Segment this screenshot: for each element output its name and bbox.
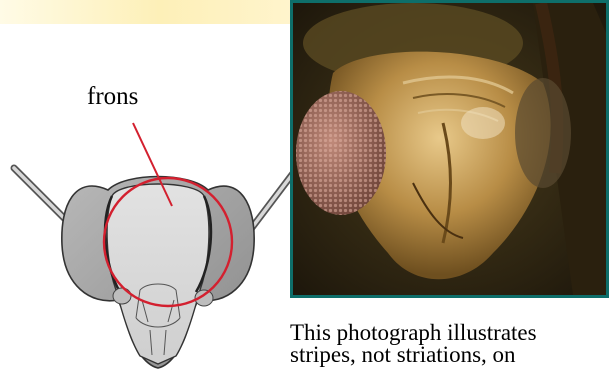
caption-line-1: This photograph illustrates xyxy=(290,322,613,344)
photo-caption: This photograph illustrates stripes, not… xyxy=(290,322,613,366)
insect-head-diagram xyxy=(0,0,300,375)
photo-frame xyxy=(290,0,609,298)
insect-head-photo xyxy=(293,3,606,295)
face-plate xyxy=(107,184,209,364)
caption-line-2: stripes, not striations, on xyxy=(290,344,613,366)
antennal-socket-left xyxy=(113,288,131,304)
frons-label: frons xyxy=(87,84,138,109)
